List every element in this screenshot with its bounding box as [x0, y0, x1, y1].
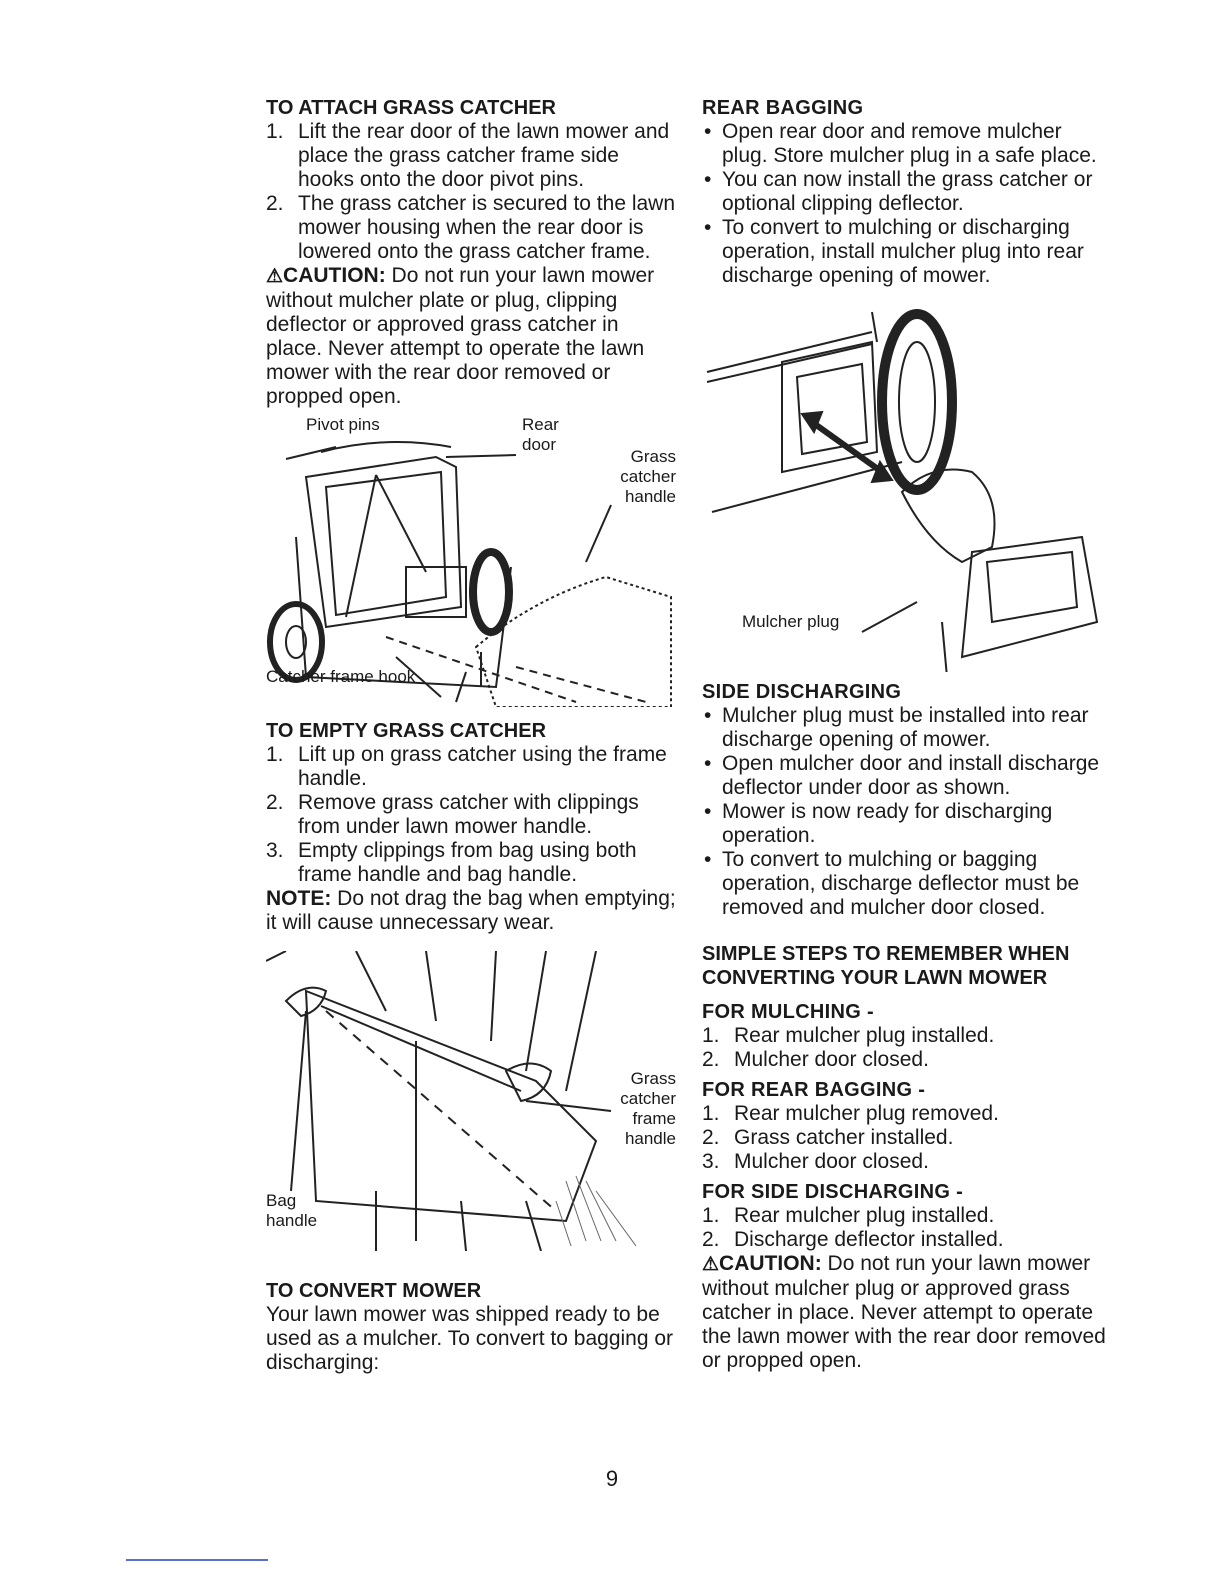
empty-heading: TO EMPTY GRASS CATCHER [266, 720, 547, 742]
list-item: 1.Rear mulcher plug installed. [702, 1024, 995, 1047]
grass-catcher-handle-label: Grass catcher handle [620, 447, 676, 506]
warning-triangle-icon: ⚠ [266, 266, 284, 287]
simple-steps-section: SIMPLE STEPS TO REMEMBER WHEN CONVERTING… [702, 942, 1112, 1373]
list-item: 1.Lift the rear door of the lawn mower a… [266, 120, 670, 191]
attach-heading: TO ATTACH GRASS CATCHER [266, 97, 556, 119]
list-item: Mower is now ready for discharging opera… [702, 800, 1112, 848]
mulching-steps: 1.Rear mulcher plug installed. 2.Mulcher… [702, 1024, 1112, 1072]
list-item: 1.Rear mulcher plug installed. [702, 1204, 995, 1227]
mulcher-plug-label: Mulcher plug [742, 612, 840, 631]
rear-bagging-list: Open rear door and remove mulcher plug. … [702, 120, 1112, 288]
mower-rear-door-illustration [267, 441, 672, 707]
list-item: Open mulcher door and install discharge … [702, 752, 1112, 800]
emptying-catcher-illustration [266, 951, 637, 1251]
list-item: To convert to mulching or discharging op… [702, 216, 1112, 288]
list-item: 2.Mulcher door closed. [702, 1048, 929, 1071]
list-item: 2.Remove grass catcher with clippings fr… [266, 791, 639, 838]
list-item: 2.Grass catcher installed. [702, 1126, 954, 1149]
list-item: To convert to mulching or bagging operat… [702, 848, 1112, 920]
left-column: TO ATTACH GRASS CATCHER 1.Lift the rear … [266, 96, 680, 1375]
rear-bagging-section: REAR BAGGING Open rear door and remove m… [702, 96, 1112, 288]
list-item: Mulcher plug must be installed into rear… [702, 704, 1112, 752]
convert-heading: TO CONVERT MOWER [266, 1280, 482, 1302]
side-discharging-list: Mulcher plug must be installed into rear… [702, 704, 1112, 920]
bottom-rule [126, 1559, 268, 1561]
list-item: 1.Lift up on grass catcher using the fra… [266, 743, 667, 790]
attach-figure: Pivot pins Rear door Grass catcher handl… [266, 415, 680, 707]
mulcher-plug-illustration [706, 309, 1099, 672]
list-item: 3.Empty clippings from bag using both fr… [266, 839, 637, 886]
simple-steps-caution: ⚠CAUTION: Do not run your lawn mower wit… [702, 1252, 1106, 1372]
side-discharging-heading: SIDE DISCHARGING [702, 681, 902, 703]
page-number: 9 [605, 1466, 619, 1491]
attach-section: TO ATTACH GRASS CATCHER 1.Lift the rear … [266, 96, 680, 409]
attach-steps: 1.Lift the rear door of the lawn mower a… [266, 120, 680, 264]
list-item: Open rear door and remove mulcher plug. … [702, 120, 1112, 168]
side-steps: 1.Rear mulcher plug installed. 2.Dischar… [702, 1204, 1112, 1252]
list-item: 3.Mulcher door closed. [702, 1150, 929, 1173]
empty-steps: 1.Lift up on grass catcher using the fra… [266, 743, 680, 887]
for-side-discharging-label: FOR SIDE DISCHARGING - [702, 1181, 964, 1203]
bag-handle-label: Bag handle [266, 1191, 318, 1230]
list-item: 1.Rear mulcher plug removed. [702, 1102, 999, 1125]
list-item: 2.The grass catcher is secured to the la… [266, 192, 676, 263]
attach-caution: ⚠CAUTION: Do not run your lawn mower wit… [266, 264, 655, 408]
frame-handle-label: Grass catcher frame handle [620, 1069, 676, 1148]
for-mulching-label: FOR MULCHING - [702, 1001, 874, 1023]
rear-bagging-heading: REAR BAGGING [702, 97, 864, 119]
convert-section: TO CONVERT MOWER Your lawn mower was shi… [266, 1279, 680, 1375]
empty-figure: Grass catcher frame handle Bag handle [266, 951, 680, 1251]
list-item: You can now install the grass catcher or… [702, 168, 1112, 216]
for-rear-bagging-label: FOR REAR BAGGING - [702, 1079, 926, 1101]
mulcher-plug-figure: Mulcher plug [702, 302, 1112, 672]
catcher-frame-hook-label: Catcher frame hook [266, 667, 416, 686]
warning-triangle-icon: ⚠ [702, 1254, 720, 1275]
simple-steps-heading: SIMPLE STEPS TO REMEMBER WHEN CONVERTING… [702, 943, 1070, 989]
right-column: REAR BAGGING Open rear door and remove m… [702, 96, 1112, 1373]
empty-section: TO EMPTY GRASS CATCHER 1.Lift up on gras… [266, 719, 680, 935]
bagging-steps: 1.Rear mulcher plug removed. 2.Grass cat… [702, 1102, 1112, 1174]
rear-door-label: Rear door [522, 415, 559, 454]
convert-text: Your lawn mower was shipped ready to be … [266, 1303, 674, 1374]
list-item: 2.Discharge deflector installed. [702, 1228, 1004, 1251]
pivot-pins-label: Pivot pins [306, 415, 380, 434]
empty-note: NOTE: Do not drag the bag when emptying;… [266, 887, 676, 934]
side-discharging-section: SIDE DISCHARGING Mulcher plug must be in… [702, 680, 1112, 920]
